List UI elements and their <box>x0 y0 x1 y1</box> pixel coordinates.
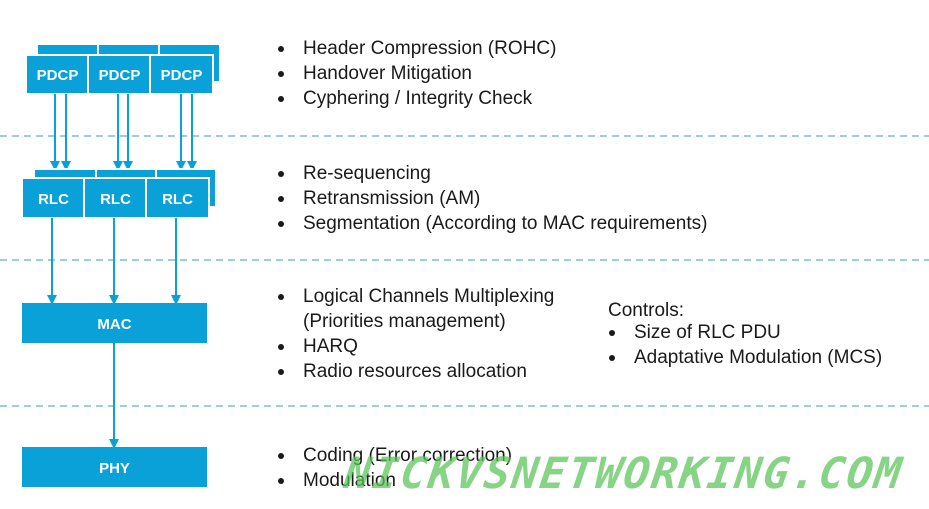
pdcp-rlc-arrows <box>50 94 197 171</box>
list-item: Cyphering / Integrity Check <box>275 86 556 111</box>
list-item: Coding (Error correction) <box>275 443 512 468</box>
rlc-mac-arrows <box>47 218 181 305</box>
pdcp-box <box>149 54 214 95</box>
list-item: Header Compression (ROHC) <box>275 36 556 61</box>
pdcp-label: PDCP <box>99 67 141 84</box>
list-item-continuation: (Priorities management) <box>303 311 506 332</box>
rlc-label: RLC <box>38 191 69 208</box>
phy-function-list: Coding (Error correction) Modulation <box>275 443 512 493</box>
rlc-box <box>145 177 210 219</box>
list-item: Size of RLC PDU <box>606 320 882 345</box>
list-item: Modulation <box>275 468 512 493</box>
layer-dividers <box>0 135 929 407</box>
list-item: HARQ <box>275 334 554 359</box>
mac-function-list: Logical Channels Multiplexing (Prioritie… <box>275 284 554 384</box>
list-item: Handover Mitigation <box>275 61 556 86</box>
phy-box <box>22 447 207 487</box>
rlc-label: RLC <box>100 191 131 208</box>
pdcp-function-list: Header Compression (ROHC) Handover Mitig… <box>275 36 556 111</box>
list-item: Adaptative Modulation (MCS) <box>606 345 882 370</box>
rlc-function-list: Re-sequencing Retransmission (AM) Segmen… <box>275 161 707 236</box>
list-item: Logical Channels Multiplexing <box>275 284 554 309</box>
list-item: Radio resources allocation <box>275 359 554 384</box>
rlc-box <box>21 177 86 219</box>
rlc-box <box>83 177 148 219</box>
rlc-label: RLC <box>162 191 193 208</box>
pdcp-boxes <box>25 54 214 95</box>
watermark: NICKVSNETWORKING.COM <box>341 449 907 499</box>
list-item: Segmentation (According to MAC requireme… <box>275 211 707 236</box>
pdcp-label: PDCP <box>161 67 203 84</box>
controls-list: Size of RLC PDU Adaptative Modulation (M… <box>606 320 882 370</box>
phy-label: PHY <box>99 460 130 477</box>
controls-title: Controls: <box>608 300 685 321</box>
list-item: Retransmission (AM) <box>275 186 707 211</box>
list-item: Re-sequencing <box>275 161 707 186</box>
rlc-boxes <box>21 177 210 219</box>
pdcp-label: PDCP <box>37 67 79 84</box>
mac-box <box>22 303 207 343</box>
mac-label: MAC <box>97 316 131 333</box>
